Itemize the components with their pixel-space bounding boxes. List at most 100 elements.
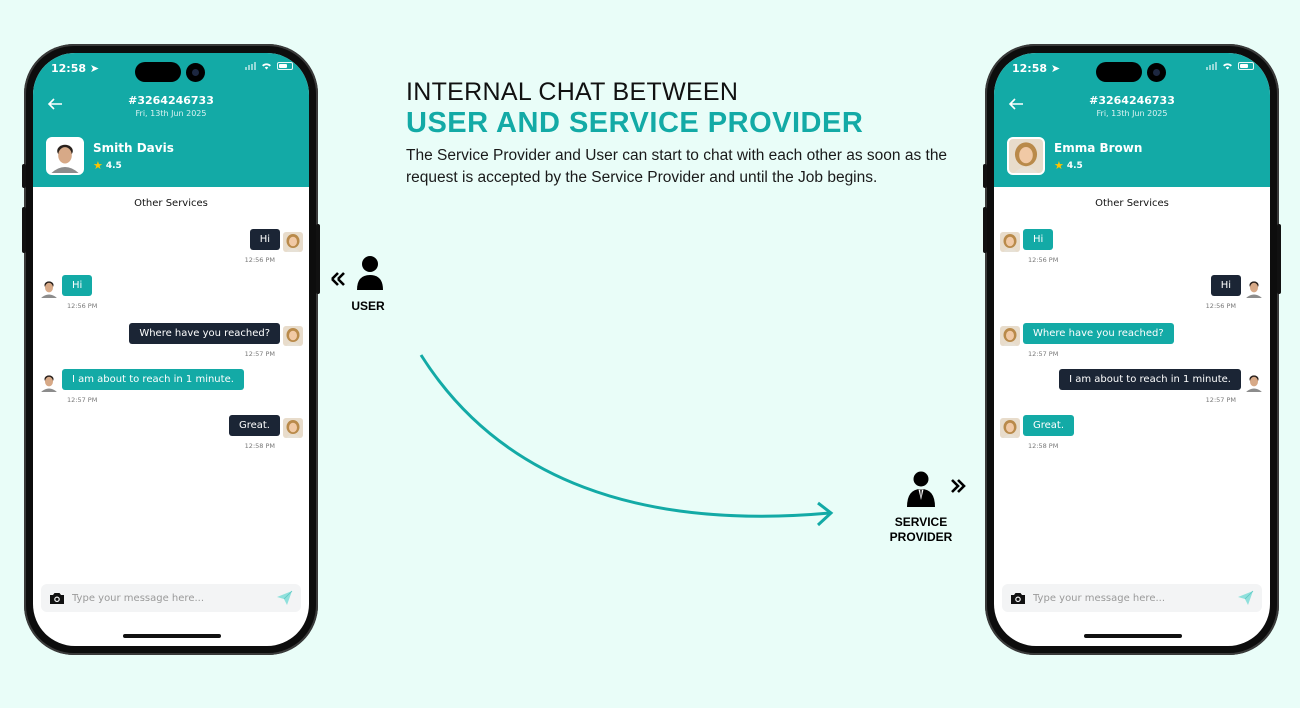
message-bubble: Hi — [62, 275, 93, 296]
flow-arrow-icon — [419, 354, 834, 527]
message-time: 12:57 PM — [67, 396, 98, 404]
message-bubble: Hi — [1023, 229, 1054, 250]
back-arrow-icon[interactable] — [1007, 95, 1025, 113]
provider-role-label: SERVICE PROVIDER — [889, 515, 953, 544]
camera-dot — [186, 63, 205, 82]
chat-header: 12:58 ➤ #3264246733 Fri, 13th Jun 2025 S… — [33, 53, 309, 187]
user-avatar — [1000, 418, 1020, 438]
contact-avatar — [1007, 137, 1045, 175]
send-icon[interactable] — [1237, 590, 1254, 606]
contact-avatar — [46, 137, 84, 175]
message-bubble: Hi — [1210, 275, 1241, 296]
provider-phone: 12:58 ➤ #3264246733 Fri, 13th Jun 2025 E… — [983, 44, 1281, 655]
wifi-icon — [262, 63, 271, 70]
provider-avatar — [39, 372, 59, 392]
camera-icon[interactable] — [1010, 591, 1026, 605]
provider-avatar — [1244, 278, 1264, 298]
user-avatar — [283, 232, 303, 252]
heading-line-2: USER AND SERVICE PROVIDER — [406, 107, 864, 139]
camera-dot — [1147, 63, 1166, 82]
message-bubble: Great. — [1023, 415, 1075, 436]
chat-screen: 12:58 ➤ #3264246733 Fri, 13th Jun 2025 S… — [33, 53, 309, 646]
message-received: Where have you reached? 12:57 PM — [1000, 323, 1174, 358]
user-role-marker: USER — [328, 254, 392, 313]
star-icon: ★ — [93, 159, 103, 172]
order-id: #3264246733 — [128, 94, 214, 107]
contact-rating: ★4.5 — [1054, 159, 1083, 172]
message-time: 12:56 PM — [1205, 302, 1236, 310]
user-person-icon — [331, 256, 383, 290]
section-label: Other Services — [1095, 198, 1169, 209]
user-avatar — [1000, 326, 1020, 346]
order-date: Fri, 13th Jun 2025 — [135, 109, 207, 118]
message-composer — [41, 584, 301, 612]
send-icon[interactable] — [276, 590, 293, 606]
message-bubble: Where have you reached? — [1023, 323, 1174, 344]
star-icon: ★ — [1054, 159, 1064, 172]
user-avatar — [283, 326, 303, 346]
home-indicator — [1084, 634, 1182, 638]
user-avatar — [283, 418, 303, 438]
order-id: #3264246733 — [1089, 94, 1175, 107]
back-arrow-icon[interactable] — [46, 95, 64, 113]
location-arrow-icon: ➤ — [1050, 62, 1061, 75]
message-composer — [1002, 584, 1262, 612]
message-sent: Great. 12:58 PM — [228, 415, 303, 450]
signal-icon — [1206, 62, 1217, 70]
message-bubble: I am about to reach in 1 minute. — [1059, 369, 1241, 390]
message-bubble: Hi — [249, 229, 280, 250]
chat-header: 12:58 ➤ #3264246733 Fri, 13th Jun 2025 E… — [994, 53, 1270, 187]
signal-icon — [245, 62, 256, 70]
message-time: 12:56 PM — [244, 256, 275, 264]
provider-role-marker: SERVICE PROVIDER — [888, 470, 978, 545]
contact-name: Smith Davis — [93, 141, 174, 155]
status-time: 12:58 ➤ — [51, 62, 100, 75]
dynamic-island — [1096, 62, 1142, 82]
camera-icon[interactable] — [49, 591, 65, 605]
message-time: 12:57 PM — [1205, 396, 1236, 404]
phone-button — [983, 164, 987, 188]
message-sent: Hi 12:56 PM — [1206, 275, 1264, 310]
message-time: 12:58 PM — [1028, 442, 1059, 450]
user-avatar — [1000, 232, 1020, 252]
order-date: Fri, 13th Jun 2025 — [1096, 109, 1168, 118]
battery-icon — [1238, 62, 1254, 70]
message-bubble: I am about to reach in 1 minute. — [62, 369, 244, 390]
battery-icon — [277, 62, 293, 70]
wifi-icon — [1223, 63, 1232, 70]
message-sent: I am about to reach in 1 minute. 12:57 P… — [1059, 369, 1264, 404]
message-time: 12:58 PM — [244, 442, 275, 450]
heading-line-1: INTERNAL CHAT BETWEEN — [406, 78, 739, 106]
status-icons — [1206, 62, 1254, 70]
contact-name: Emma Brown — [1054, 141, 1143, 155]
message-input[interactable] — [1033, 592, 1230, 604]
user-phone: 12:58 ➤ #3264246733 Fri, 13th Jun 2025 S… — [22, 44, 320, 655]
contact-rating: ★4.5 — [93, 159, 122, 172]
status-time: 12:58 ➤ — [1012, 62, 1061, 75]
message-bubble: Great. — [228, 415, 280, 436]
section-label: Other Services — [134, 198, 208, 209]
user-role-label: USER — [351, 299, 385, 313]
message-received: Hi 12:56 PM — [39, 275, 97, 310]
phone-button — [983, 207, 987, 253]
phone-button — [22, 164, 26, 188]
location-arrow-icon: ➤ — [89, 62, 100, 75]
message-time: 12:57 PM — [1028, 350, 1059, 358]
phone-button — [316, 224, 320, 294]
message-sent: Where have you reached? 12:57 PM — [129, 323, 303, 358]
message-input[interactable] — [72, 592, 269, 604]
message-time: 12:56 PM — [1028, 256, 1059, 264]
message-time: 12:56 PM — [67, 302, 98, 310]
home-indicator — [123, 634, 221, 638]
message-received: Hi 12:56 PM — [1000, 229, 1058, 264]
provider-avatar — [39, 278, 59, 298]
phone-button — [22, 207, 26, 253]
description: The Service Provider and User can start … — [406, 147, 948, 186]
message-bubble: Where have you reached? — [129, 323, 280, 344]
message-time: 12:57 PM — [244, 350, 275, 358]
provider-person-icon — [907, 471, 966, 507]
message-sent: Hi 12:56 PM — [245, 229, 303, 264]
chat-screen: 12:58 ➤ #3264246733 Fri, 13th Jun 2025 E… — [994, 53, 1270, 646]
dynamic-island — [135, 62, 181, 82]
phone-button — [1277, 224, 1281, 294]
